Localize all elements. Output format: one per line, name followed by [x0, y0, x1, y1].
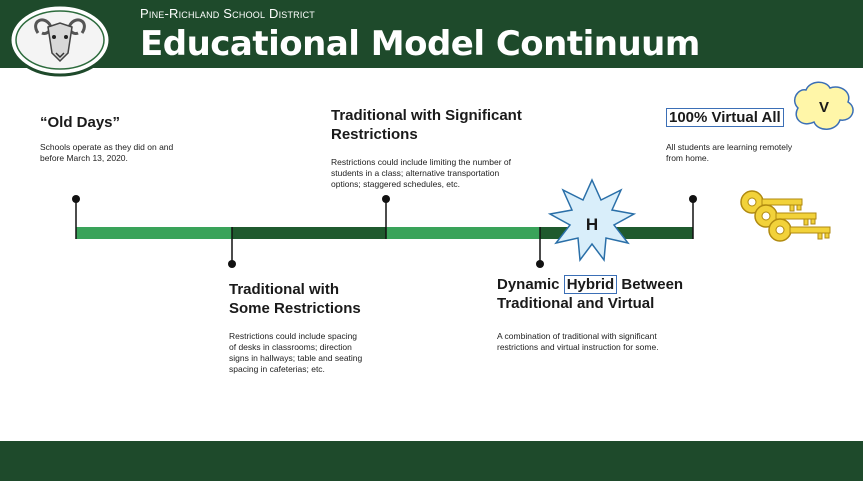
hybrid-letter: H — [586, 215, 598, 234]
desc-line: restrictions and virtual instruction for… — [497, 342, 659, 352]
stage-significant-restrictions-desc: Restrictions could include limiting the … — [331, 157, 511, 190]
desc-line: before March 13, 2020. — [40, 153, 128, 163]
desc-line: A combination of traditional with signif… — [497, 331, 657, 341]
cloud-icon: V — [794, 81, 854, 130]
timeline-segment-1 — [76, 227, 232, 239]
tick-dot-virtual — [689, 195, 697, 203]
timeline-segment-3 — [386, 227, 540, 239]
virtual-letter: V — [819, 99, 829, 116]
stage-significant-restrictions-title: Traditional with Significant Restriction… — [331, 106, 522, 144]
desc-line: signs in hallways; table and seating — [229, 353, 363, 363]
keys-icon — [740, 190, 831, 242]
desc-line: of desks in classrooms; direction — [229, 342, 352, 352]
star-burst-icon: H — [547, 178, 637, 263]
title-line: Traditional and Virtual — [497, 295, 655, 312]
desc-line: Restrictions could include limiting the … — [331, 157, 512, 167]
page-title: Educational Model Continuum — [140, 24, 700, 64]
tick-dot-some — [228, 260, 236, 268]
stage-old-days-title: “Old Days” — [40, 114, 121, 131]
tick-dot-old-days — [72, 195, 80, 203]
stage-hybrid-title: Dynamic Hybrid Between Traditional and V… — [497, 275, 683, 313]
stage-hybrid-desc: A combination of traditional with signif… — [497, 331, 659, 353]
virtual-boxed-title: 100% Virtual All — [666, 108, 784, 127]
timeline-segment-2 — [232, 227, 386, 239]
title-line: Dynamic Hybrid Between — [497, 275, 683, 294]
stage-some-restrictions-desc: Restrictions could include spacing of de… — [229, 331, 362, 375]
title-post: Between — [617, 276, 684, 293]
desc-line: Schools operate as they did on and — [40, 142, 174, 152]
stage-virtual-desc: All students are learning remotely from … — [666, 142, 792, 164]
desc-line: spacing in cafeterias; etc. — [229, 364, 325, 374]
stage-old-days-desc: Schools operate as they did on and befor… — [40, 142, 173, 164]
stage-some-restrictions-title: Traditional with Some Restrictions — [229, 280, 361, 318]
desc-line: options; staggered schedules, etc. — [331, 179, 460, 189]
ram-logo-icon — [8, 3, 112, 77]
footer-band — [0, 441, 863, 481]
title-line: Traditional with Significant — [331, 107, 522, 124]
hybrid-boxed-word: Hybrid — [563, 275, 618, 294]
stage-virtual-title: 100% Virtual All — [666, 108, 784, 127]
tick-dot-hybrid — [536, 260, 544, 268]
title-line: Traditional with — [229, 281, 340, 298]
desc-line: Restrictions could include spacing — [229, 331, 358, 341]
tick-dot-significant — [382, 195, 390, 203]
title-pre: Dynamic — [497, 276, 564, 293]
desc-line: students in a class; alternative transpo… — [331, 168, 500, 178]
title-line: Restrictions — [331, 126, 418, 143]
district-name: Pine-Richland School District — [140, 6, 315, 21]
desc-line: from home. — [666, 153, 709, 163]
desc-line: All students are learning remotely — [666, 142, 793, 152]
title-line: Some Restrictions — [229, 300, 361, 317]
header-banner: Pine-Richland School District Educationa… — [0, 0, 863, 77]
